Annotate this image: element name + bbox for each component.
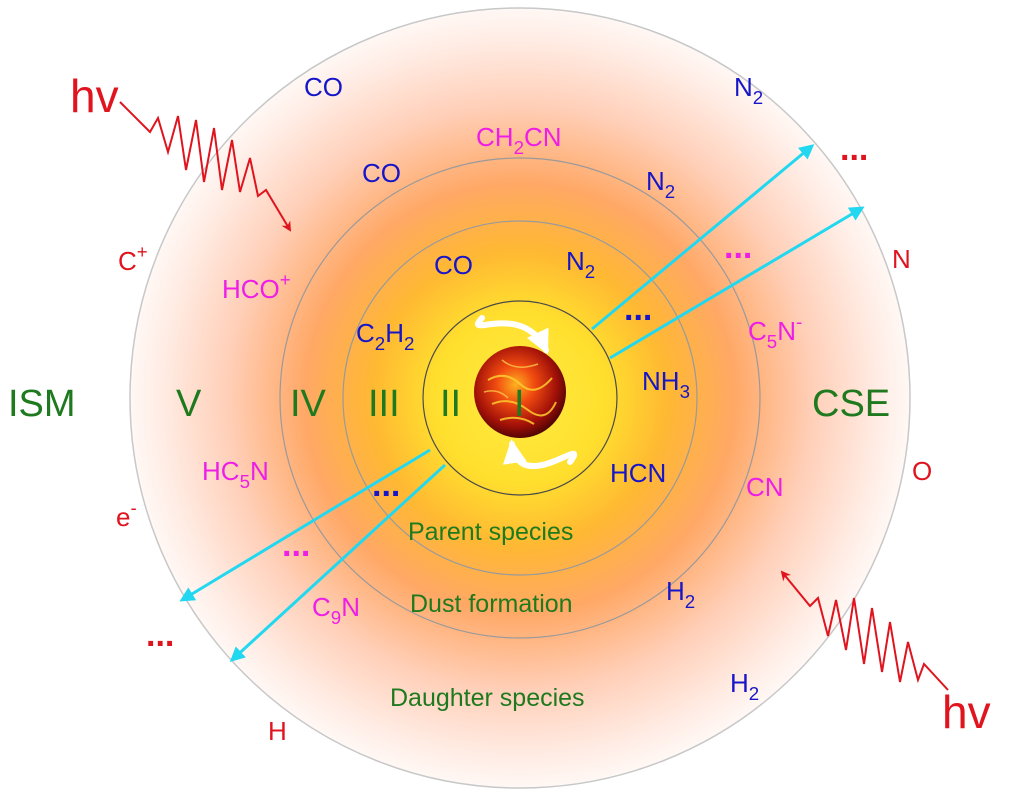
hc5n: HC5N (202, 456, 269, 492)
circulation-arrow-bottom (502, 439, 578, 469)
atom-n: N (892, 244, 911, 274)
n2-inner: N2 (566, 246, 595, 282)
zone-v: V (176, 383, 202, 425)
hv-label-bottom-right: hv (942, 686, 991, 738)
hv-label-top-left: hv (70, 70, 119, 122)
radiation-wave-top-left (119, 101, 292, 232)
shell-4 (279, 157, 761, 639)
c5n-minus: C5N- (748, 311, 802, 352)
hco-plus: HCO+ (222, 269, 291, 304)
outflow-arrow-upper-right-2 (609, 206, 865, 360)
outflow-arrow-lower-left-2 (229, 463, 447, 663)
radiation-wave-bottom-right (780, 570, 949, 691)
outflow-arrow-lower-left-1 (179, 448, 431, 602)
ellipsis-red-top-right: ... (840, 130, 868, 168)
c2h2: C2H2 (356, 318, 414, 354)
zone-i: I (514, 383, 525, 425)
outflow-arrow-upper-right-1 (591, 144, 815, 331)
circulation-arrow-top (475, 315, 549, 355)
ellipsis-blue-inner-right: ... (624, 290, 652, 328)
atom-o: O (912, 456, 932, 486)
h2-mid: H2 (666, 576, 695, 612)
e-minus: e- (116, 497, 137, 532)
zone-ii: II (440, 383, 461, 425)
c9n: C9N (312, 592, 360, 628)
zone-iv: IV (290, 383, 327, 425)
ellipsis-magenta-right: ... (724, 228, 752, 266)
hcn: HCN (610, 458, 666, 488)
n2-mid: N2 (646, 166, 675, 202)
shell-3 (342, 220, 698, 576)
co-outer: CO (304, 72, 343, 102)
ellipsis-magenta-left: ... (282, 526, 310, 564)
atom-h: H (268, 716, 287, 746)
co-inner: CO (434, 250, 473, 280)
co-mid: CO (362, 158, 401, 188)
zone-iii: III (368, 383, 400, 425)
ism-label: ISM (8, 383, 76, 425)
cn: CN (746, 472, 784, 502)
n2-outer: N2 (734, 72, 763, 108)
ellipsis-red-bottom-left: ... (146, 616, 174, 654)
ch2cn: CH2CN (476, 122, 562, 158)
ellipsis-blue-inner-left: ... (372, 466, 400, 504)
nh3: NH3 (642, 366, 690, 402)
cse-label: CSE (812, 383, 890, 425)
shell-2 (422, 300, 618, 496)
central-star (474, 346, 566, 438)
daughter-species-label: Daughter species (390, 684, 585, 712)
parent-species-label: Parent species (408, 518, 573, 546)
dust-formation-label: Dust formation (410, 590, 573, 618)
c-plus: C+ (118, 241, 148, 276)
h2-outer: H2 (730, 668, 759, 704)
